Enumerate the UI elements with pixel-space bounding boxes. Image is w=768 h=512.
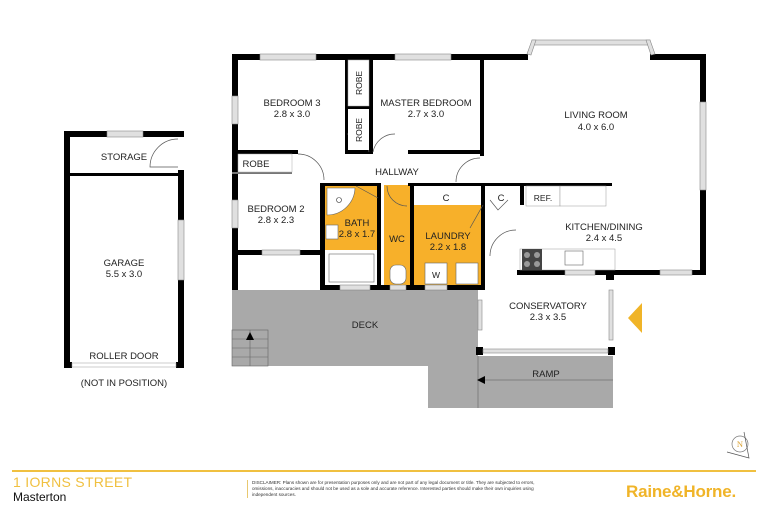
footer-divider [12, 470, 756, 472]
svg-text:N: N [737, 439, 743, 449]
windows [231, 39, 707, 354]
kitchen-sink-icon [564, 250, 584, 266]
master-bedroom-label: MASTER BEDROOM [380, 98, 471, 109]
deck-stairs [231, 329, 269, 367]
master-bedroom-size: 2.7 x 3.0 [408, 109, 444, 120]
deck-label: DECK [352, 320, 379, 331]
laundry-tub-icon [455, 262, 479, 285]
living-room-label: LIVING ROOM [564, 110, 627, 121]
bathtub-icon [328, 253, 375, 283]
bedroom2-size: 2.8 x 2.3 [258, 215, 294, 226]
hallway-label: HALLWAY [375, 167, 419, 178]
garage-size: 5.5 x 3.0 [106, 269, 142, 280]
cupboard-kitchen-label: C [498, 193, 505, 204]
bath-size: 2.8 x 1.7 [339, 229, 375, 240]
bedroom3-size: 2.8 x 3.0 [274, 109, 310, 120]
conservatory-label: CONSERVATORY [509, 301, 587, 312]
ramp-label: RAMP [532, 369, 559, 380]
ref-label: REF. [534, 193, 552, 203]
living-room-size: 4.0 x 6.0 [578, 122, 614, 133]
kitchen-label: KITCHEN/DINING [565, 222, 643, 233]
brand-logo: Raine&Horne. [626, 482, 737, 501]
door-swings [297, 133, 517, 257]
basin-icon [325, 224, 339, 240]
storage-label: STORAGE [101, 152, 147, 163]
ramp-area [477, 356, 613, 408]
property-address: 1 IORNS STREET [13, 474, 133, 490]
entry-arrow-icon [628, 303, 642, 333]
house-walls [232, 54, 706, 355]
disclaimer-text: DISCLAIMER: Plans shown are for presenta… [247, 480, 542, 498]
up-arrow-icon [246, 332, 254, 340]
washer-label: W [432, 270, 440, 280]
washer-icon [424, 262, 448, 285]
garage-label: GARAGE [104, 258, 145, 269]
robe-left-label: ROBE [243, 159, 270, 170]
robe-lower-label: ROBE [354, 118, 364, 142]
deck-area [231, 256, 478, 408]
garage-building [64, 130, 185, 368]
bath-label: BATH [345, 218, 370, 229]
property-suburb: Masterton [13, 490, 67, 504]
wc-label: WC [389, 234, 405, 245]
cupboard-laundry-label: C [443, 193, 450, 204]
ramp-arrow-icon [477, 376, 485, 384]
robe-upper-label: ROBE [354, 71, 364, 95]
compass-icon: N [726, 431, 750, 459]
laundry-size: 2.2 x 1.8 [430, 242, 466, 253]
laundry-label: LAUNDRY [425, 231, 471, 242]
bedroom3-label: BEDROOM 3 [263, 98, 320, 109]
bedroom2-label: BEDROOM 2 [247, 204, 304, 215]
kitchen-size: 2.4 x 4.5 [586, 233, 622, 244]
conservatory-size: 2.3 x 3.5 [530, 312, 566, 323]
cooktop-icon [522, 249, 542, 270]
toilet-icon [389, 264, 407, 285]
roller-door-label: ROLLER DOOR [89, 351, 158, 362]
garage-note: (NOT IN POSITION) [81, 378, 167, 389]
